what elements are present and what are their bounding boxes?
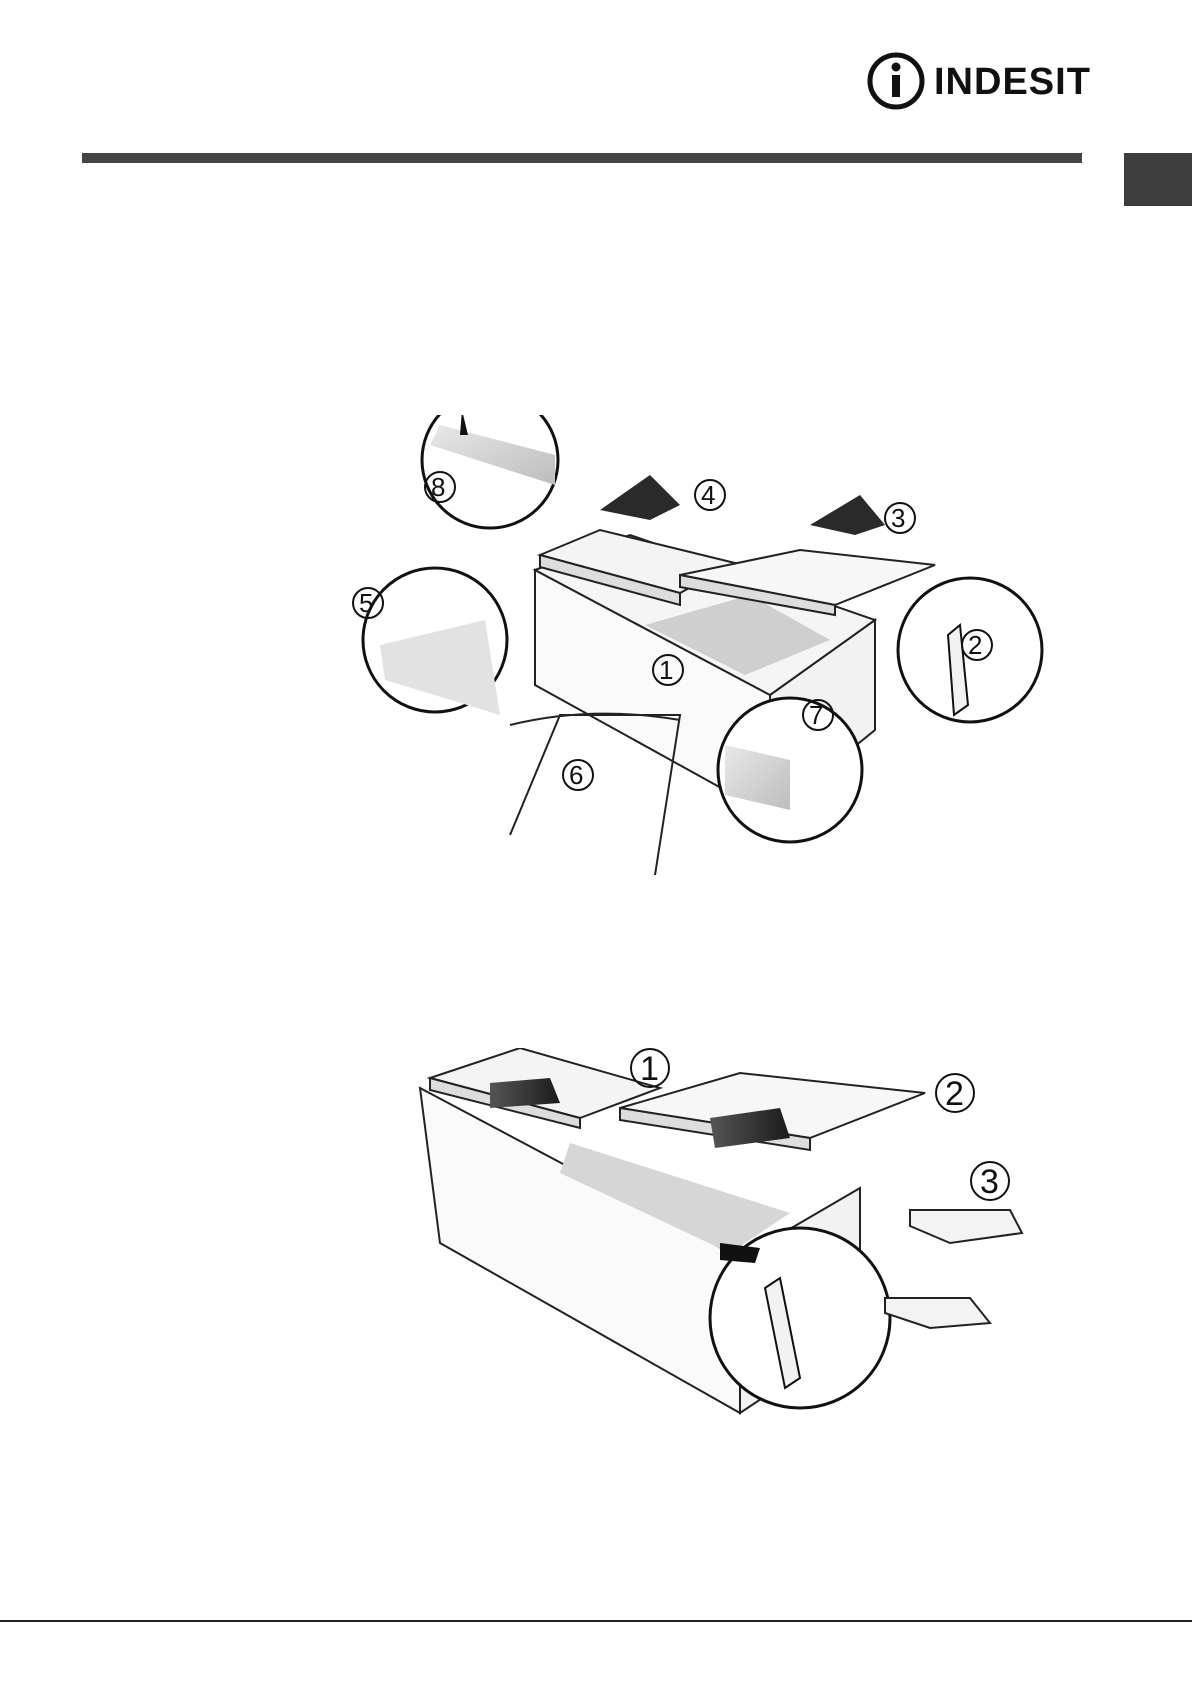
footer-rule [0,1620,1192,1622]
detail-circle-5 [363,568,507,715]
detail-circle-hinge [710,1228,890,1408]
detail-circle-7 [718,698,862,842]
door-reversal-diagram-top: 4 3 8 5 2 1 7 6 [350,415,1070,875]
step-3: 3 [891,503,905,533]
indesit-logo-icon [862,50,934,112]
hand-icon [600,475,885,535]
step-1: 1 [659,655,673,685]
door-reversal-diagram-bottom: 1 2 3 [410,1048,1100,1458]
hinge-parts [885,1210,1022,1328]
brand-name: INDESIT [934,62,1091,102]
step-3: 3 [980,1163,999,1201]
header-rule [82,153,1082,163]
language-tab [1124,153,1192,206]
step-2: 2 [968,630,982,660]
step-1: 1 [640,1050,659,1088]
step-2: 2 [945,1075,964,1113]
step-4: 4 [701,480,715,510]
step-6: 6 [569,760,583,790]
step-7: 7 [809,700,823,730]
step-5: 5 [359,588,373,618]
step-8: 8 [431,472,445,502]
